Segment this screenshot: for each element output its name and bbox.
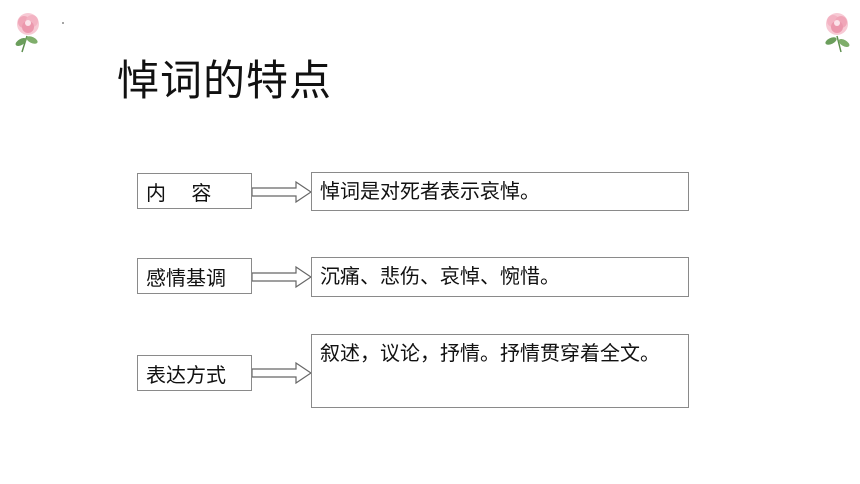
arrow-right-icon — [252, 265, 312, 289]
row-content-expression: 叙述，议论，抒情。抒情贯穿着全文。 — [311, 334, 689, 408]
arrow-right-icon — [252, 180, 312, 204]
page-title: 悼词的特点 — [117, 56, 333, 105]
row-content-tone: 沉痛、悲伤、哀悼、惋惜。 — [311, 257, 689, 297]
row-label-expression: 表达方式 — [137, 355, 252, 391]
decorative-dot — [62, 22, 64, 24]
peony-flower-icon — [15, 13, 39, 53]
arrow-right-icon — [252, 361, 312, 385]
row-label-tone: 感情基调 — [137, 258, 252, 294]
row-content-content: 悼词是对死者表示哀悼。 — [311, 172, 689, 211]
row-label-content: 内 容 — [137, 173, 252, 209]
peony-flower-icon — [825, 13, 850, 53]
